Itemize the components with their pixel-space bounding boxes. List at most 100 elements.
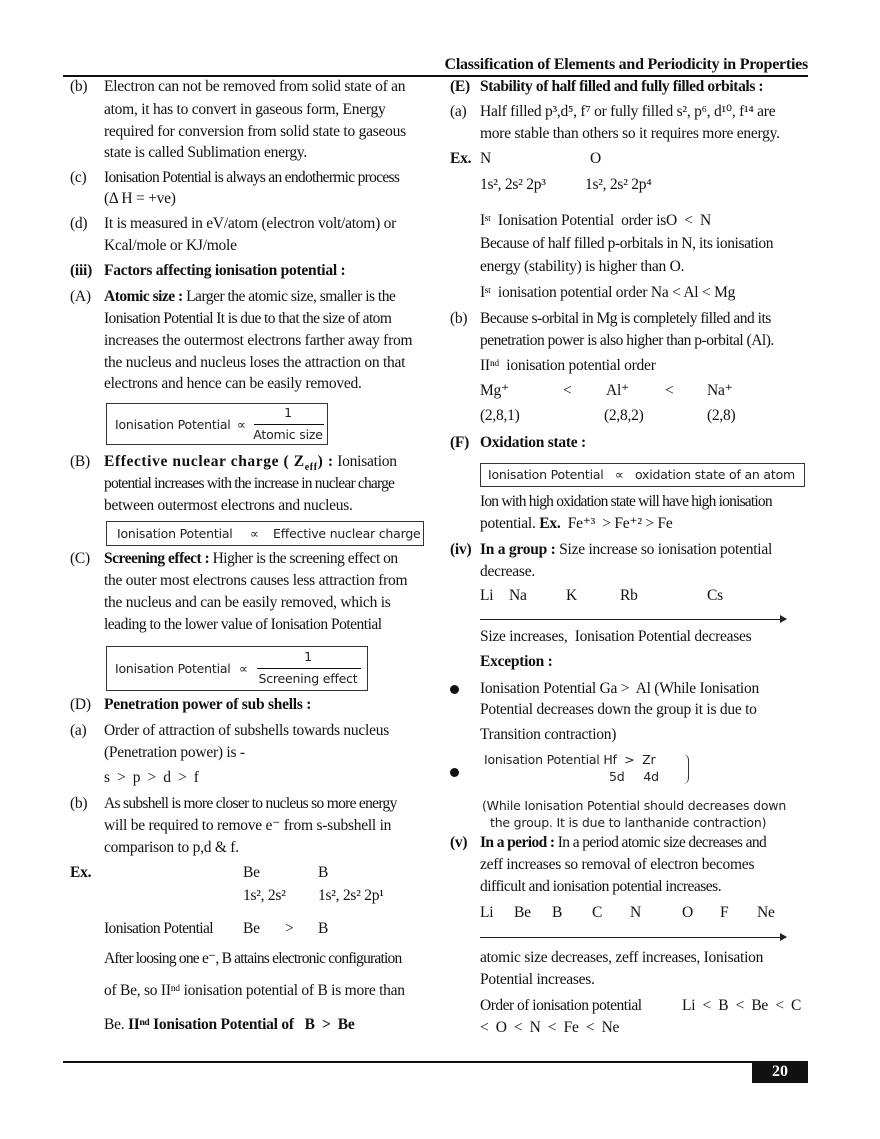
brace-icon <box>680 754 689 784</box>
text-line: increases the outermost electrons farthe… <box>104 332 413 349</box>
text-line: Because s-orbital in Mg is completely fi… <box>480 310 771 327</box>
comparison: < <box>665 382 674 399</box>
text-line: energy (stability) is higher than O. <box>480 258 685 275</box>
text-line: Ionisation Potential It is due to that t… <box>104 310 392 327</box>
text-line: Transition contraction) <box>480 726 617 743</box>
item-label: (d) <box>70 215 88 232</box>
text-line: between outermost electrons and nucleus. <box>104 497 353 514</box>
formula-box-nuclear-charge: Ionisation Potential ∝ Effective nuclear… <box>106 521 424 546</box>
fraction-denominator: Atomic size <box>253 427 323 442</box>
comparison: > <box>285 920 294 937</box>
text-line: Larger the atomic size, smaller is the <box>186 288 396 305</box>
text-line: state is called Sublimation energy. <box>104 144 308 161</box>
proportional-symbol: ∝ <box>239 661 248 676</box>
text-line: Iˢᵗ Ionisation Potential order isO < N <box>480 212 711 229</box>
bullet-icon <box>450 768 459 777</box>
item-label: (a) <box>70 722 87 739</box>
item-label: (D) <box>70 696 91 713</box>
text-line: zeff increases so removal of electron be… <box>480 856 755 873</box>
item-label: (b) <box>70 78 88 95</box>
formula-box-atomic-size: Ionisation Potential ∝ 1 Atomic size <box>106 403 328 445</box>
text-line: Potential increases. <box>480 971 595 988</box>
subheading: Effective nuclear charge ( Zeff) : <box>104 453 334 473</box>
configuration: (2,8) <box>707 407 736 424</box>
item-label: (A) <box>70 288 91 305</box>
ion: Al⁺ <box>606 382 629 399</box>
order-sequence: < O < N < Fe < Ne <box>480 1019 620 1036</box>
text-line: Order of ionisation potential <box>480 997 642 1014</box>
subheading: Exception : <box>480 653 553 670</box>
subheading: Screening effect : <box>104 550 210 567</box>
text-line: Electron can not be removed from solid s… <box>104 78 406 95</box>
configuration: 1s², 2s² <box>243 887 286 904</box>
footer-rule <box>63 1061 808 1063</box>
text-line: In a period atomic size decreases and <box>557 834 767 851</box>
configuration: (2,8,1) <box>480 407 520 424</box>
text-line: After loosing one e⁻, B attains electron… <box>104 950 402 967</box>
text-line: As subshell is more closer to nucleus so… <box>104 795 397 812</box>
running-header: Classification of Elements and Periodici… <box>444 56 809 73</box>
header-rule <box>63 75 808 77</box>
item-label: (a) <box>450 103 467 120</box>
item-label: (b) <box>70 795 88 812</box>
text-line: the group. It is due to lanthanide contr… <box>490 815 767 830</box>
ion: Mg⁺ <box>480 382 509 399</box>
text-line: the nucleus and can be easily removed, w… <box>104 594 391 611</box>
text-line: Because of half filled p-orbitals in N, … <box>480 235 774 252</box>
text-line: Ionisation Potential is always an endoth… <box>104 169 400 186</box>
subheading: Stability of half filled and fully fille… <box>480 78 764 95</box>
text-line: potential increases with the increase in… <box>104 475 395 492</box>
proportional-symbol: ∝ <box>250 526 259 541</box>
item-label: (iii) <box>70 262 92 279</box>
example-label: Ex. <box>539 515 561 532</box>
item-label: (b) <box>450 310 468 327</box>
text-line: Ionisation <box>337 453 397 470</box>
section-heading: Factors affecting ionisation potential : <box>104 262 346 279</box>
text-line: potential. <box>480 515 536 532</box>
text-line: comparison to p,d & f. <box>104 839 239 856</box>
text-line: difficult and ionisation potential incre… <box>480 878 722 895</box>
right-arrow-icon <box>480 615 787 623</box>
formula-lhs: Ionisation Potential <box>115 661 231 676</box>
item-label: (c) <box>70 169 87 186</box>
text-line: Half filled p³,d⁵, f⁷ or fully filled s²… <box>480 103 776 120</box>
text-line: (Δ H = +ve) <box>104 190 176 207</box>
element: N <box>480 150 491 167</box>
text-line: (While Ionisation Potential should decre… <box>482 798 787 813</box>
heading-text: Effective nuclear charge ( Z <box>104 453 305 470</box>
text-line: Order of attraction of subshells towards… <box>104 722 390 739</box>
formula-rhs: Effective nuclear charge <box>273 526 421 541</box>
text-line: Ionisation Potential Hf > Zr <box>484 752 656 767</box>
text-line: leading to the lower value of Ionisation… <box>104 616 382 633</box>
item-label: (F) <box>450 434 470 451</box>
item-label: (v) <box>450 834 468 851</box>
text-line: atom, it has to convert in gaseous form,… <box>104 101 386 118</box>
proportional-symbol: ∝ <box>237 417 246 432</box>
text-line: penetration power is also higher than p-… <box>480 332 774 349</box>
fraction-numerator: 1 <box>284 405 292 420</box>
bullet-icon <box>450 685 459 694</box>
subheading: Penetration power of sub shells : <box>104 696 312 713</box>
configuration: 1s², 2s² 2p⁴ <box>585 176 652 193</box>
fraction-bar <box>257 668 361 669</box>
element: Rb <box>620 587 638 604</box>
configuration: 1s², 2s² 2p¹ <box>318 887 384 904</box>
example-label: Ex. <box>70 864 92 881</box>
order-sequence: Li < B < Be < C <box>682 997 802 1014</box>
element: F <box>720 904 729 921</box>
element: C <box>592 904 603 921</box>
formula-box-oxidation: Ionisation Potential ∝ oxidation state o… <box>480 463 805 487</box>
subheading: In a group : <box>480 541 556 558</box>
text-line: atomic size decreases, zeff increases, I… <box>480 949 764 966</box>
item-label: (B) <box>70 453 90 470</box>
subheading: Atomic size : <box>104 288 183 305</box>
element: Be <box>514 904 531 921</box>
text-line: required for conversion from solid state… <box>104 123 406 140</box>
configuration: (2,8,2) <box>604 407 644 424</box>
right-arrow-icon <box>480 933 787 941</box>
text-line: Size increase so ionisation potential <box>559 541 773 558</box>
text-line: will be required to remove e⁻ from s-sub… <box>104 817 392 834</box>
text-line: decrease. <box>480 563 535 580</box>
ion: Na⁺ <box>707 382 733 399</box>
